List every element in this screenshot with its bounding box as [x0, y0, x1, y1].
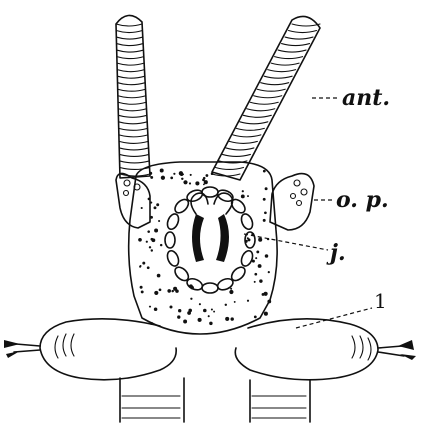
head — [129, 162, 277, 334]
jaws — [192, 214, 229, 262]
label-antenna: ant. — [342, 85, 390, 111]
right-leg-1 — [235, 319, 416, 380]
mouth-lip-papillae — [165, 187, 255, 293]
left-leg-1 — [4, 319, 176, 380]
left-antenna — [116, 15, 150, 178]
trunk-segments — [120, 378, 310, 422]
label-oral-papilla: o. p. — [336, 187, 389, 213]
right-oral-papilla — [270, 174, 314, 230]
labels: ant. o. p. j. 1 — [244, 85, 390, 328]
right-antenna — [212, 16, 320, 180]
label-jaw: j. — [326, 240, 346, 266]
label-leg-number: 1 — [374, 289, 387, 313]
